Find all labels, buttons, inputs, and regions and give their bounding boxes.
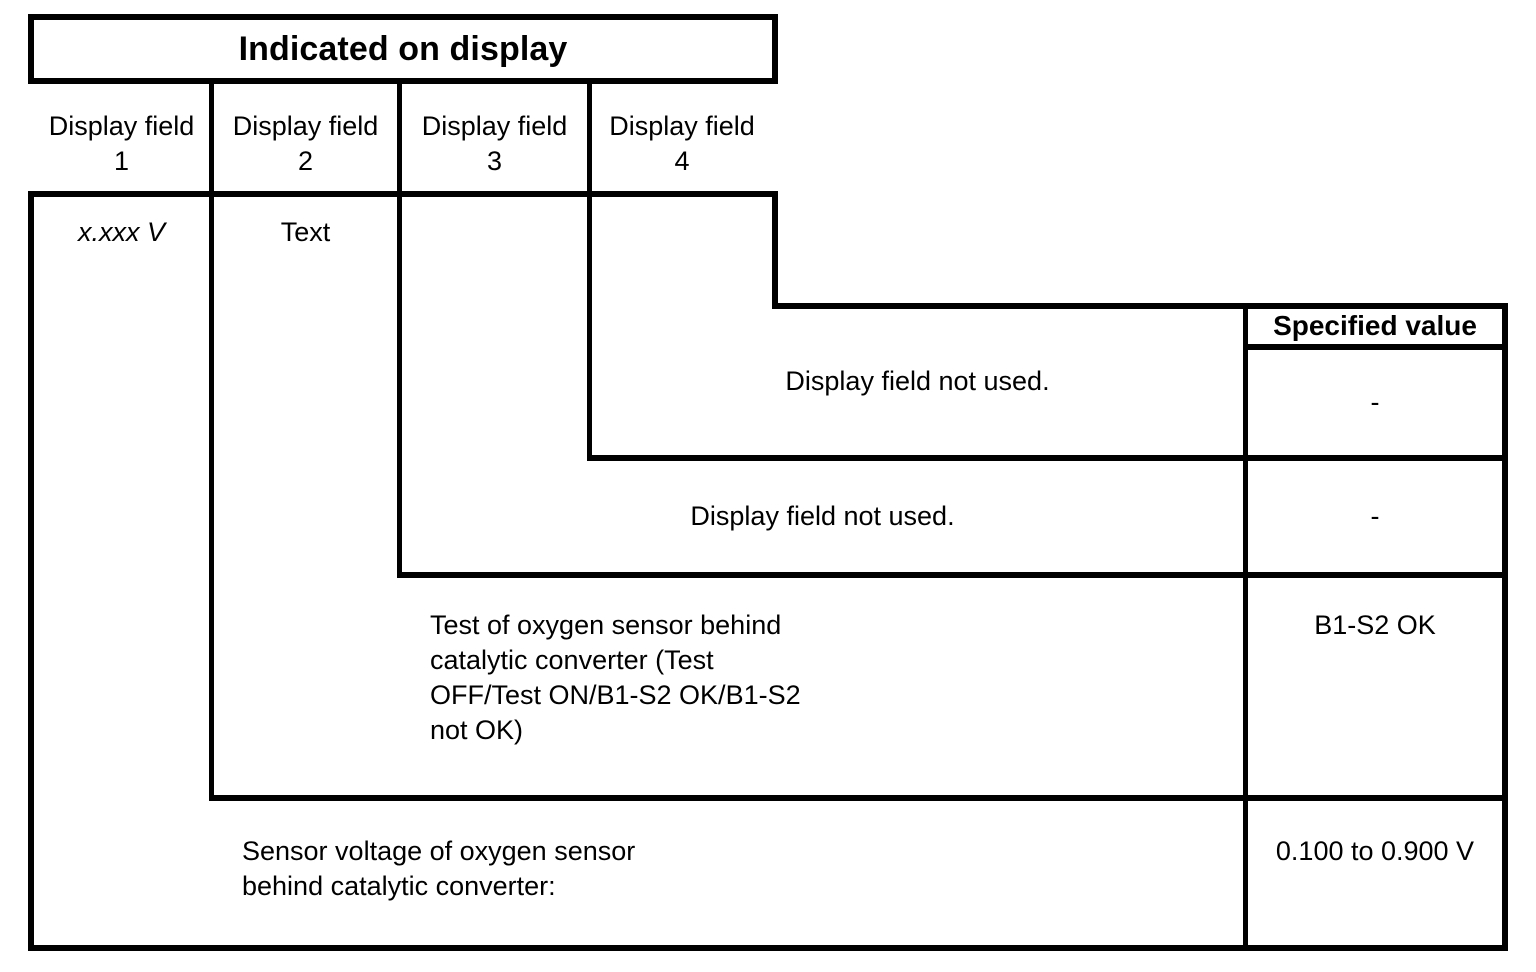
step2-horizontal	[587, 455, 1508, 461]
divider-col3-col4-header	[587, 78, 592, 197]
display-field-2-value: Text	[280, 217, 331, 247]
row-field-2-description: Test of oxygen sensor behind catalytic c…	[430, 610, 801, 746]
table-title: Indicated on display	[238, 29, 568, 68]
row-field-4-description: Display field not used.	[785, 366, 1050, 397]
row-field-1-specified-value: 0.100 to 0.900 V	[1275, 836, 1475, 866]
field3-right-border	[587, 191, 592, 461]
table-right-border	[1502, 303, 1508, 951]
field1-right-border	[209, 191, 214, 801]
row-field-3-description: Display field not used.	[690, 500, 955, 531]
table-top-border	[28, 14, 778, 20]
spec-head-bottom-border	[1243, 344, 1508, 350]
table-left-border	[28, 191, 34, 951]
spec-col-left-border	[1243, 303, 1248, 951]
display-field-1-value: x.xxx V	[77, 217, 165, 247]
divider-col1-col2-header	[209, 78, 214, 197]
spec-head-top-border	[1243, 303, 1508, 309]
title-bottom-border	[28, 78, 778, 84]
row-field-3-specified-value: -	[1370, 500, 1380, 531]
row-field-1-description: Sensor voltage of oxygen sensor behind c…	[242, 836, 636, 902]
field2-right-border	[397, 191, 402, 578]
divider-col2-col3-header	[397, 78, 402, 197]
title-right-border	[772, 14, 778, 84]
table-bottom-border	[28, 945, 1508, 951]
specified-value-header: Specified value	[1273, 310, 1477, 342]
row-field-2-specified-value: B1-S2 OK	[1314, 610, 1436, 640]
header-bottom-border	[28, 191, 778, 197]
step1-horizontal	[772, 303, 1508, 309]
field4-right-border	[772, 191, 778, 309]
row-field-4-specified-value: -	[1370, 386, 1380, 417]
step4-horizontal	[209, 795, 1508, 801]
step3-horizontal	[397, 572, 1508, 578]
title-left-border	[28, 14, 34, 84]
